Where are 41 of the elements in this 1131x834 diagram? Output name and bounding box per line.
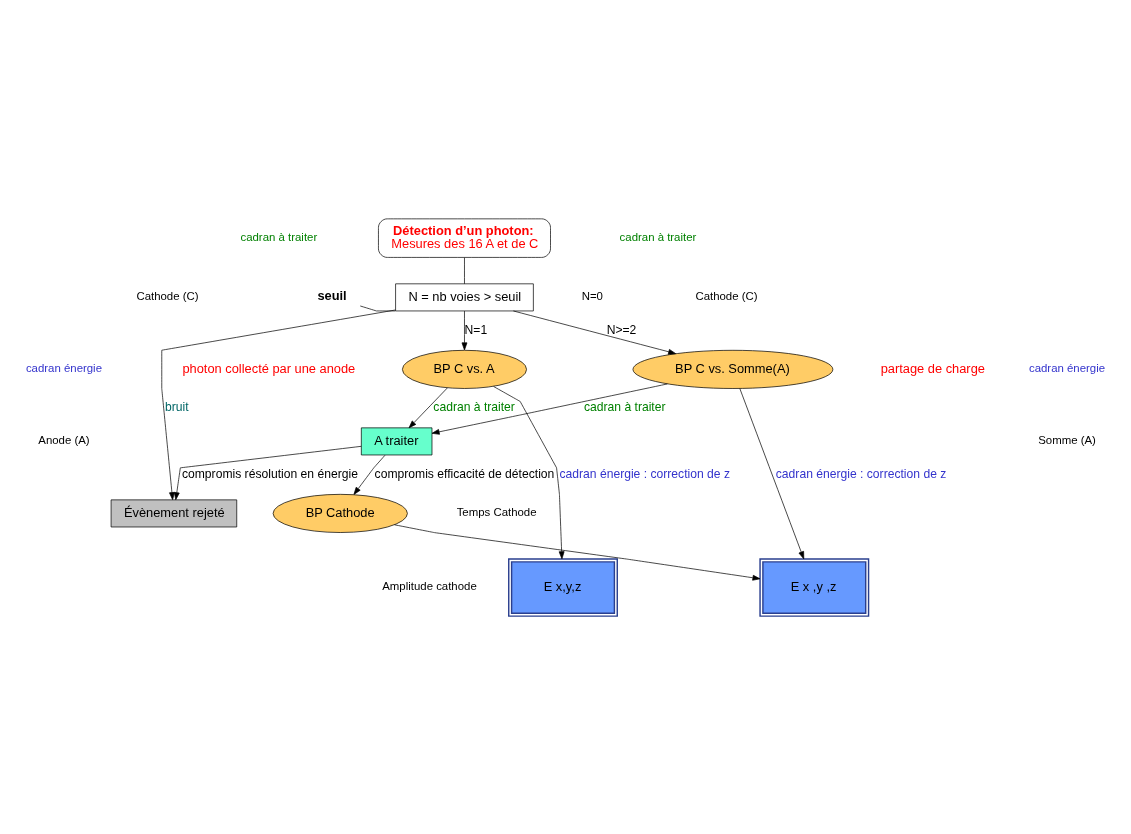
arrow <box>161 309 396 500</box>
label: cadran à traiter <box>240 230 318 243</box>
label: Somme (A) <box>1038 433 1096 446</box>
node-ellipse: BP C vs. A <box>402 349 527 389</box>
label: N=0 <box>581 289 603 302</box>
label: cadran à traiter <box>619 230 697 243</box>
edge-label: cadran à traiter <box>583 399 666 414</box>
edge-label: bruit <box>164 399 189 414</box>
label: cadran énergie <box>25 361 103 374</box>
edge-label: N=1 <box>464 322 488 337</box>
label: Amplitude cathode <box>382 579 477 592</box>
edge-label: N>=2 <box>606 322 637 337</box>
node-text: seuil <box>317 287 347 303</box>
node-label: photon collecté par une anode <box>182 360 356 376</box>
edge-label: compromis efficacité de détection <box>374 466 555 481</box>
node-box: N = nb voies > seuil <box>395 282 534 311</box>
edge-label: cadran à traiter <box>433 399 515 414</box>
node-label: partage de charge <box>880 360 985 376</box>
label: Cathode (C) <box>136 289 199 302</box>
node-ellipse: BP Cathode <box>272 493 408 533</box>
connector <box>464 256 465 284</box>
arrow <box>513 310 677 355</box>
arrow <box>461 310 468 350</box>
arrow <box>739 387 805 559</box>
label: cadran énergie <box>1028 361 1106 374</box>
edge-label: cadran énergie : correction de z <box>559 466 731 481</box>
edge-label: cadran énergie : correction de z <box>775 466 947 481</box>
arrow <box>173 445 362 500</box>
arrow <box>394 523 761 581</box>
arrow <box>408 387 448 428</box>
arrow <box>431 383 668 435</box>
node-box: A traiter <box>360 427 433 455</box>
node-box: Détection d’un photon: Mesures des 16 A et de C <box>378 218 551 258</box>
arrow <box>353 454 386 495</box>
node-box: Évènement rejeté <box>110 499 238 527</box>
label: Cathode (C) <box>695 289 758 302</box>
arrow <box>493 385 565 559</box>
label: Anode (A) <box>38 433 90 446</box>
label: Temps Cathode <box>456 505 537 518</box>
edge-label: compromis résolution en énergie <box>181 466 358 481</box>
connector <box>359 305 396 311</box>
